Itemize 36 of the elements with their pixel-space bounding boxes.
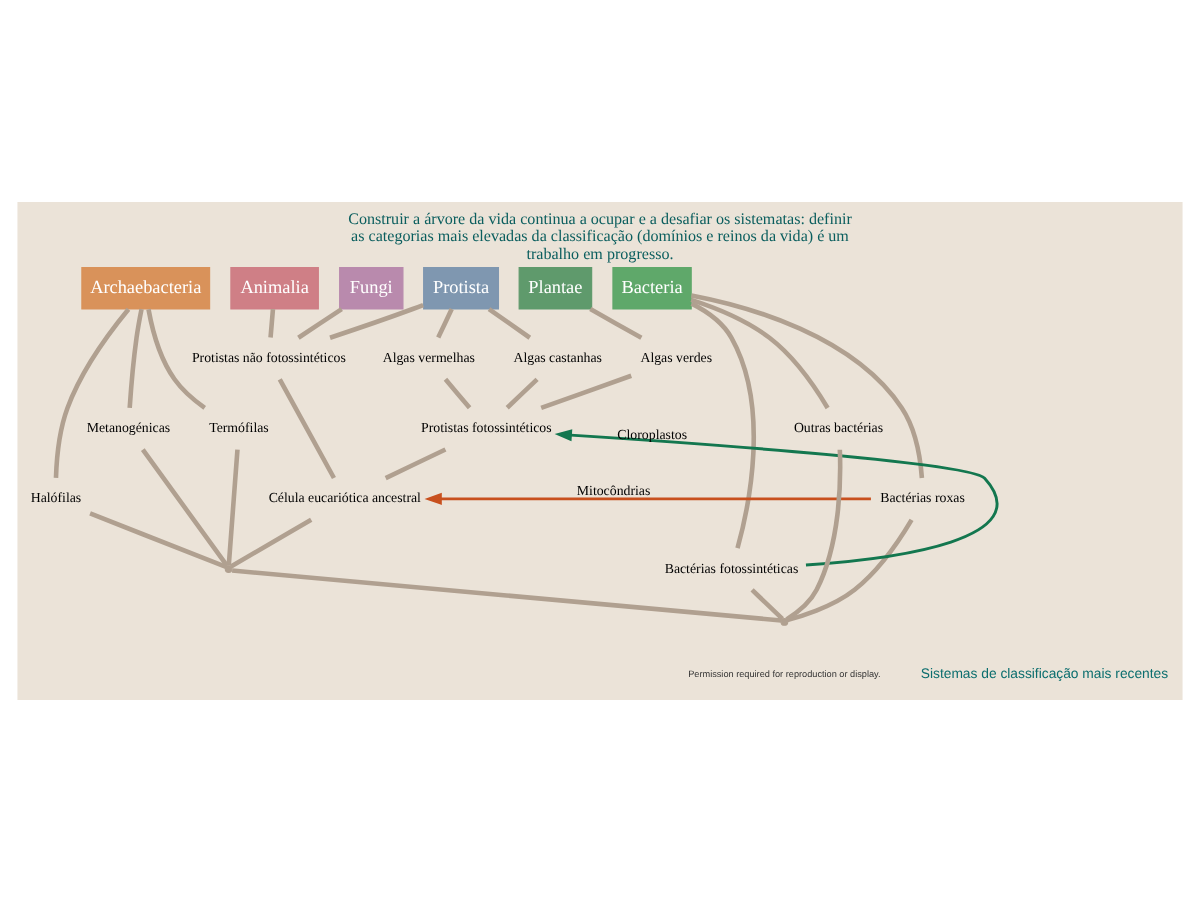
- connector: [140, 447, 229, 567]
- connector: [53, 306, 131, 477]
- node-box: Plantae: [518, 266, 593, 309]
- connector: [436, 307, 454, 338]
- node-box: Animalia: [230, 266, 319, 309]
- connector: [487, 306, 532, 339]
- node-point: [780, 617, 789, 625]
- node-box: Protista: [423, 266, 500, 309]
- diagram-title: Construir a árvore da vida continua a ocupar e a desafiar os sistematas: definir as categorias mais elevadas da classificação (domínios e reinos da vida) é um trabalho em progresso.: [348, 209, 852, 262]
- connector: [785, 448, 843, 621]
- connector: [89, 510, 227, 569]
- connector: [231, 567, 782, 622]
- connector: [786, 517, 914, 622]
- node-box: Archaebacteria: [81, 266, 211, 309]
- connector: [505, 376, 539, 409]
- node-box: Bacteria: [612, 266, 692, 309]
- connector: [329, 301, 424, 339]
- connector: [443, 376, 472, 409]
- node-box: Fungi: [339, 266, 404, 309]
- connector: [226, 448, 240, 565]
- connector: [690, 292, 925, 478]
- connector: [384, 446, 447, 480]
- connector: [268, 307, 276, 337]
- connector: [690, 300, 756, 548]
- connector: [589, 306, 643, 339]
- connector: [540, 372, 632, 410]
- node-point: [224, 564, 233, 572]
- connector: [277, 377, 336, 479]
- connector: [750, 587, 784, 620]
- connector: [127, 307, 144, 408]
- connector: [146, 307, 207, 409]
- arrow: [424, 491, 871, 504]
- connector: [690, 296, 830, 409]
- arrow: [554, 428, 998, 566]
- connector: [229, 516, 313, 568]
- connector: [297, 306, 343, 339]
